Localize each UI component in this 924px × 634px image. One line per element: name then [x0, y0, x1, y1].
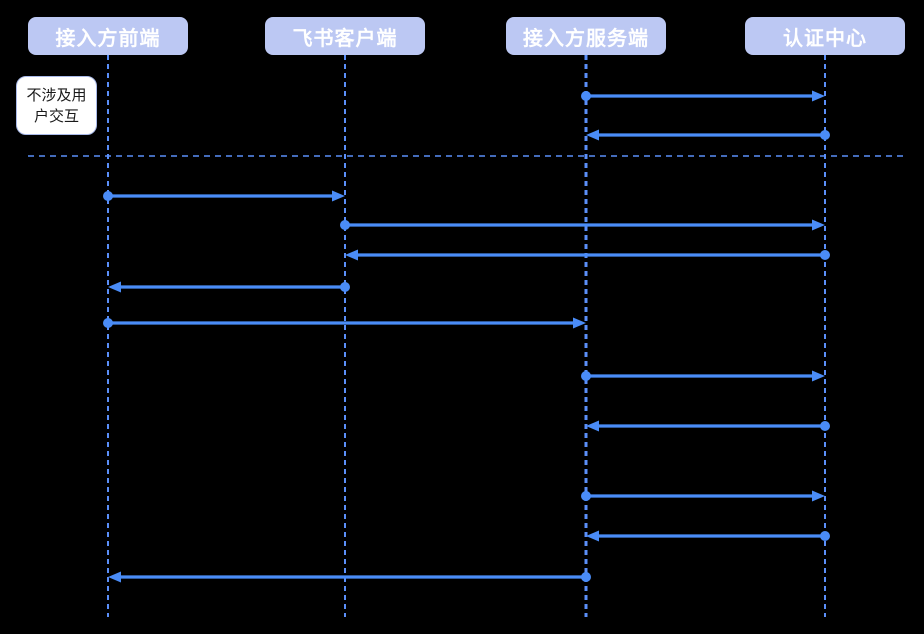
- note-text: 不涉及用 户交互: [26, 86, 87, 125]
- message-arrowhead: [812, 219, 825, 231]
- message-arrow-5-auth-center-to-feishu-client: [345, 249, 830, 261]
- message-arrow-3-access-frontend-to-feishu-client: [103, 190, 345, 202]
- note-box: 不涉及用 户交互: [16, 76, 97, 135]
- message-arrowhead: [573, 317, 586, 329]
- participant-box-access-frontend: 接入方前端: [28, 17, 188, 55]
- message-arrowhead: [812, 370, 825, 382]
- participant-label: 飞书客户端: [292, 27, 398, 50]
- participant-label: 认证中心: [783, 27, 867, 50]
- message-source-dot: [103, 191, 113, 201]
- message-arrow-2-auth-center-to-access-server: [586, 129, 830, 141]
- message-source-dot: [820, 421, 830, 431]
- message-arrowhead: [586, 530, 599, 542]
- participant-box-feishu-client: 飞书客户端: [265, 17, 425, 55]
- message-source-dot: [340, 220, 350, 230]
- participant-label: 接入方前端: [55, 27, 161, 50]
- message-arrowhead: [586, 129, 599, 141]
- message-source-dot: [581, 371, 591, 381]
- message-arrowhead: [586, 420, 599, 432]
- message-source-dot: [340, 282, 350, 292]
- message-arrowhead: [108, 571, 121, 583]
- message-source-dot: [581, 91, 591, 101]
- message-source-dot: [103, 318, 113, 328]
- message-arrow-4-feishu-client-to-auth-center: [340, 219, 825, 231]
- message-source-dot: [820, 250, 830, 260]
- message-source-dot: [820, 130, 830, 140]
- participant-label: 接入方服务端: [523, 27, 649, 50]
- message-arrowhead: [332, 190, 345, 202]
- message-arrow-12-access-server-to-access-frontend: [108, 571, 591, 583]
- message-arrow-10-access-server-to-auth-center: [581, 490, 825, 502]
- message-arrow-11-auth-center-to-access-server: [586, 530, 830, 542]
- message-arrowhead: [108, 281, 121, 293]
- message-arrow-9-auth-center-to-access-server: [586, 420, 830, 432]
- message-arrow-6-feishu-client-to-access-frontend: [108, 281, 350, 293]
- participant-box-access-server: 接入方服务端: [506, 17, 666, 55]
- message-arrow-8-access-server-to-auth-center: [581, 370, 825, 382]
- message-arrowhead: [812, 90, 825, 102]
- message-arrow-7-access-frontend-to-access-server: [103, 317, 586, 329]
- message-source-dot: [581, 572, 591, 582]
- message-source-dot: [581, 491, 591, 501]
- message-arrowhead: [812, 490, 825, 502]
- message-arrowhead: [345, 249, 358, 261]
- message-source-dot: [820, 531, 830, 541]
- message-arrow-1-access-server-to-auth-center: [581, 90, 825, 102]
- participant-box-auth-center: 认证中心: [745, 17, 905, 55]
